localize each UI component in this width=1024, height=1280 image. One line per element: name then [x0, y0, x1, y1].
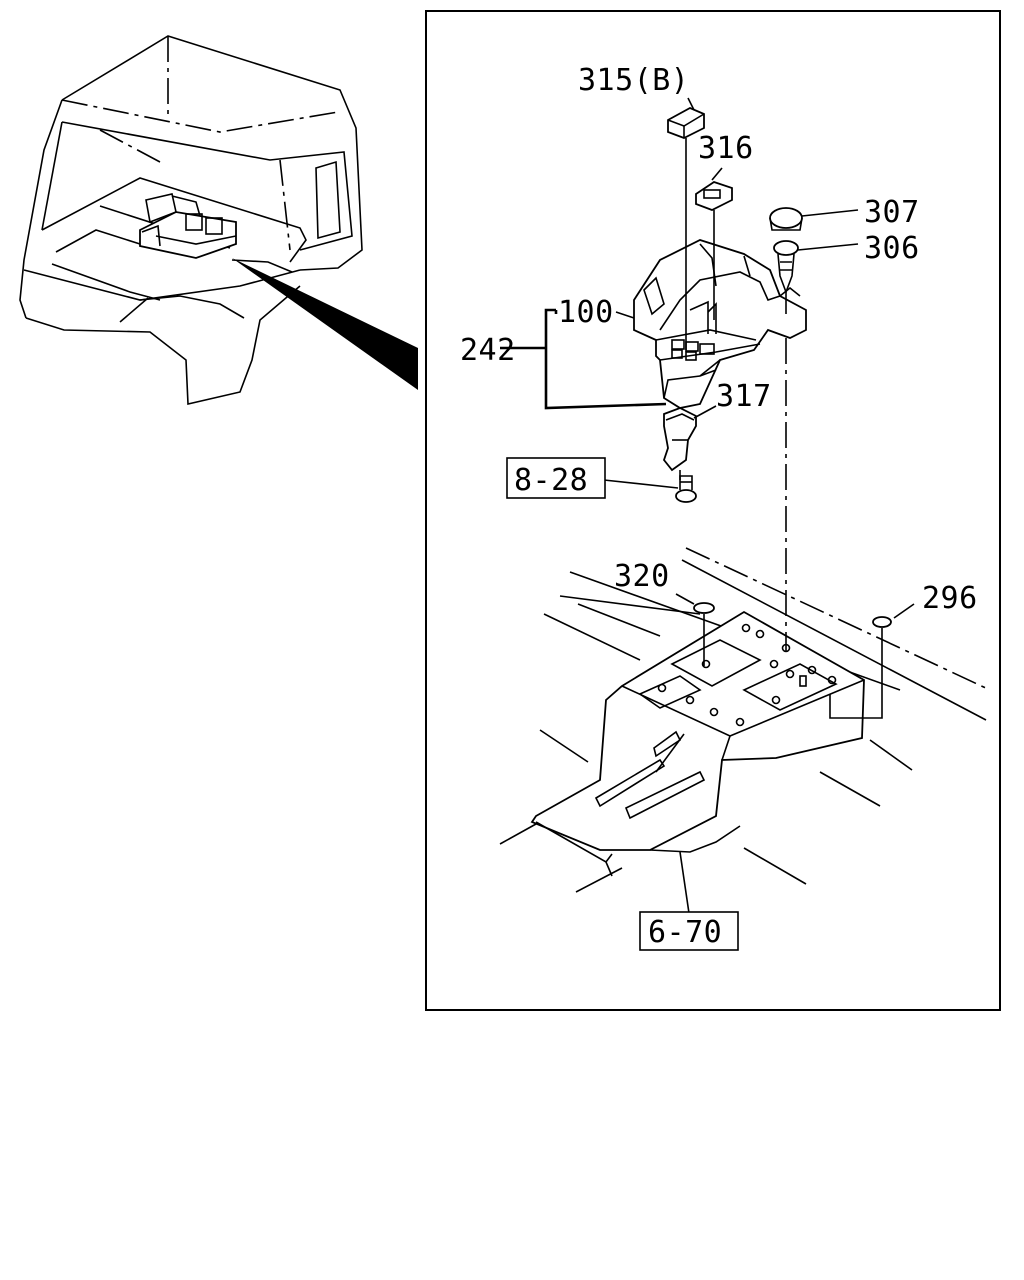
label-317: 317 [716, 379, 772, 414]
label-6-70: 6-70 [648, 915, 722, 950]
label-8-28: 8-28 [514, 463, 588, 498]
label-316: 316 [698, 131, 754, 166]
part-317 [662, 405, 717, 472]
label-307: 307 [864, 195, 920, 230]
part-306 [773, 240, 859, 295]
assembly-lines [679, 138, 883, 719]
label-242: 242 [460, 333, 516, 368]
cab-overview [19, 35, 418, 405]
part-316 [695, 167, 733, 211]
part-307 [769, 207, 859, 231]
part-8-28-screw [603, 475, 697, 503]
part-315b [667, 97, 705, 139]
label-100: 100 [558, 295, 614, 330]
detail-frame [425, 10, 1001, 1011]
label-315b: 315(B) [578, 63, 689, 98]
ref-box-6-70 [639, 911, 739, 951]
floor-tunnel [499, 547, 991, 921]
part-320 [675, 593, 715, 614]
console-cover [500, 239, 807, 410]
part-296 [872, 603, 915, 628]
label-306: 306 [864, 231, 920, 266]
ref-box-8-28 [506, 457, 606, 499]
label-296: 296 [922, 581, 978, 616]
label-320: 320 [614, 559, 670, 594]
